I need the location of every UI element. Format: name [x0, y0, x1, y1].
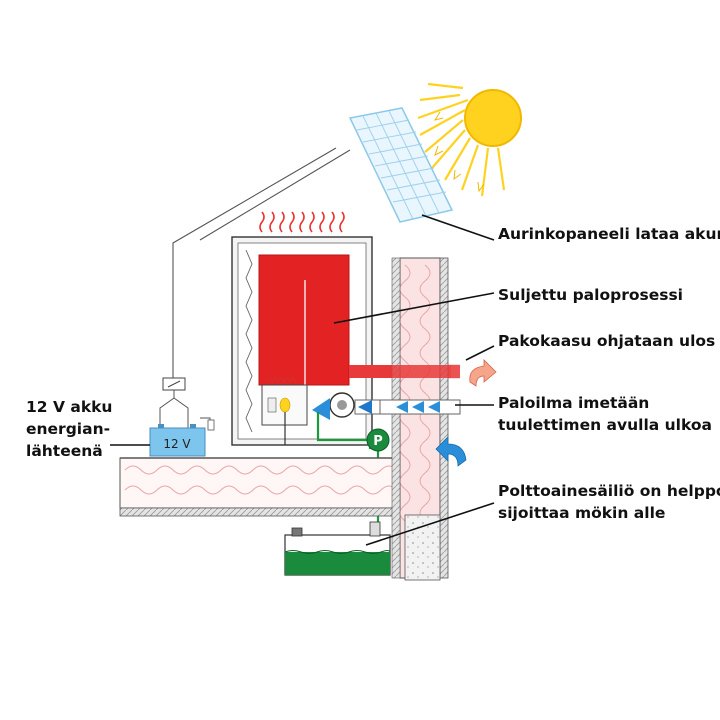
heat-exchanger — [258, 254, 350, 386]
fuel-label-line-1: Polttoainesäiliö on helppo — [498, 482, 720, 500]
burner — [261, 377, 308, 445]
solar-wire — [172, 147, 351, 378]
battery-voltage-label: 12 V — [163, 437, 191, 451]
wall — [391, 257, 449, 581]
pump-label: P — [373, 434, 383, 449]
battery-label-line-1: 12 V akku — [26, 398, 113, 416]
intake-label-line-1: Paloilma imetään — [498, 394, 650, 412]
pump-icon — [366, 428, 390, 452]
battery-label: 12 V akku energian- lähteenä — [26, 396, 112, 462]
battery-icon — [149, 424, 206, 457]
fuel-label: Polttoainesäiliö on helppo sijoittaa mök… — [498, 480, 720, 524]
intake-arrow — [435, 436, 467, 467]
fuel-tank — [284, 521, 391, 576]
combustion-label: Suljettu paloprosessi — [498, 286, 683, 304]
floor — [119, 457, 411, 517]
leader-lines — [333, 214, 495, 546]
solar-panel-icon — [348, 107, 454, 223]
exhaust-label: Pakokaasu ohjataan ulos — [498, 332, 716, 350]
exhaust-arrow — [469, 359, 497, 387]
charge-controller — [159, 377, 215, 431]
fan-icon — [312, 392, 355, 420]
heat-waves-icon — [259, 211, 345, 233]
intake-label: Paloilma imetään tuulettimen avulla ulko… — [498, 392, 712, 436]
fuel-label-line-2: sijoittaa mökin alle — [498, 504, 666, 522]
solar-label: Aurinkopaneeli lataa akun — [498, 225, 720, 243]
battery-label-line-3: lähteenä — [26, 442, 103, 460]
sun-icon — [417, 82, 522, 197]
battery-label-line-2: energian- — [26, 420, 111, 438]
intake-label-line-2: tuulettimen avulla ulkoa — [498, 416, 712, 434]
